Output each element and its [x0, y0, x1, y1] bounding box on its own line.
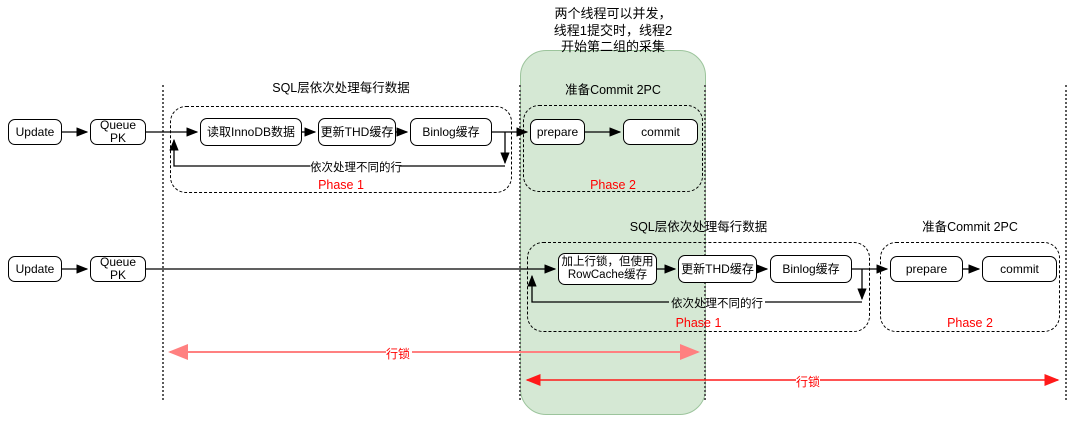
- row1-update-node[interactable]: Update: [8, 119, 62, 145]
- guide-line-left: [162, 85, 164, 400]
- row1-arrows: [62, 127, 622, 167]
- row1-phase1-label: Phase 1: [318, 178, 364, 192]
- row2-sql-phase-container: [527, 242, 870, 332]
- row1-phase2-label: Phase 2: [590, 178, 636, 192]
- concurrency-annotation: 两个线程可以并发， 线程1提交时，线程2 开始第二组的采集: [553, 6, 673, 54]
- row2-arrows: [62, 264, 981, 303]
- row2-binlog-cache-node[interactable]: Binlog缓存: [770, 255, 852, 283]
- row2-commit-2pc-container: [880, 242, 1060, 332]
- row2-queue-pk-node[interactable]: Queue PK: [90, 256, 146, 282]
- row1-prepare-node[interactable]: prepare: [530, 119, 585, 145]
- row2-commit-node[interactable]: commit: [982, 256, 1057, 282]
- row1-commit-node[interactable]: commit: [623, 119, 698, 145]
- row2-lock-range-label: 行锁: [795, 375, 820, 389]
- row2-row-lock-cache-node[interactable]: 加上行锁，但使用 RowCache缓存: [558, 253, 657, 285]
- row2-commit-2pc-title: 准备Commit 2PC: [922, 220, 1018, 234]
- row1-binlog-cache-node[interactable]: Binlog缓存: [410, 118, 492, 146]
- row1-update-thd-cache-node[interactable]: 更新THD缓存: [318, 118, 396, 146]
- row1-commit-2pc-container: [523, 105, 703, 192]
- row2-update-thd-cache-node[interactable]: 更新THD缓存: [678, 255, 757, 283]
- row1-read-innodb-node[interactable]: 读取InnoDB数据: [200, 118, 302, 146]
- row1-sql-phase-title: SQL层依次处理每行数据: [272, 81, 410, 95]
- row2-prepare-node[interactable]: prepare: [890, 256, 963, 282]
- row1-lock-range-label: 行锁: [385, 347, 410, 361]
- row2-phase1-label: Phase 1: [675, 316, 722, 330]
- row2-loop-label: 依次处理不同的行: [671, 298, 763, 310]
- row2-sql-phase-title: SQL层依次处理每行数据: [629, 220, 768, 234]
- row1-queue-pk-node[interactable]: Queue PK: [90, 119, 146, 145]
- guide-line-right: [1065, 85, 1067, 400]
- row2-phase2-label: Phase 2: [947, 316, 993, 330]
- lock-range-arrows: [168, 344, 1060, 386]
- guide-line-green-left: [519, 85, 521, 400]
- green-concurrency-region: [520, 50, 706, 415]
- row1-commit-2pc-title: 准备Commit 2PC: [565, 83, 661, 97]
- row1-loop-label: 依次处理不同的行: [310, 162, 402, 174]
- row2-update-node[interactable]: Update: [8, 256, 62, 282]
